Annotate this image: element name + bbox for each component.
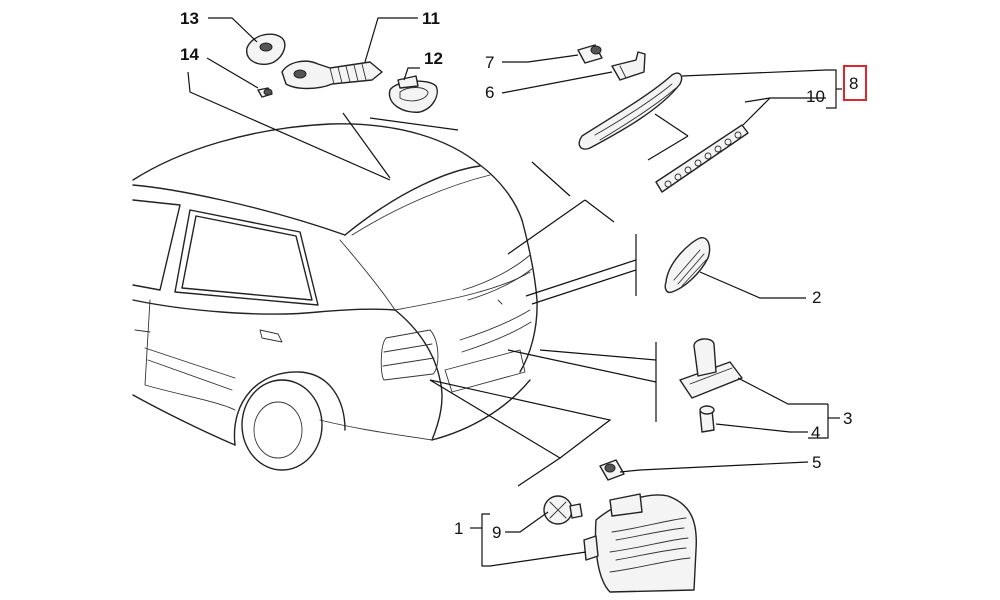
part-11-washer-tube [281, 60, 383, 90]
part-9-bulb-holder [543, 495, 583, 525]
callout-5: 5 [812, 453, 821, 472]
callout-4: 4 [811, 423, 820, 442]
callout-8-highlight [843, 65, 867, 101]
part-6-bracket [611, 51, 646, 81]
callout-1: 1 [454, 519, 463, 538]
callout-2: 2 [812, 288, 821, 307]
callout-11: 11 [422, 9, 440, 28]
callout-6: 6 [485, 83, 494, 102]
part-10-third-brake-light [578, 72, 683, 150]
callout-8: 8 [849, 74, 858, 93]
part-led-strip [655, 124, 749, 193]
part-7-cap [577, 44, 603, 64]
callout-14: 14 [180, 45, 199, 64]
callout-3: 3 [843, 409, 852, 428]
part-1-tail-lamp [583, 493, 697, 593]
part-12-grommet [388, 75, 438, 113]
part-5-screw [599, 459, 625, 481]
callout-13: 13 [180, 9, 199, 28]
leader-lines [187, 17, 842, 567]
car-rear-illustration [132, 123, 538, 471]
part-4-bulb [699, 405, 715, 433]
callout-12: 12 [424, 49, 443, 68]
part-14-screw [257, 87, 273, 98]
part-3-plate-light [679, 338, 743, 399]
callout-9: 9 [492, 523, 501, 542]
part-2-lens [664, 237, 711, 294]
callout-7: 7 [485, 53, 494, 72]
part-13-gasket [246, 33, 286, 66]
callout-10: 10 [806, 87, 825, 106]
